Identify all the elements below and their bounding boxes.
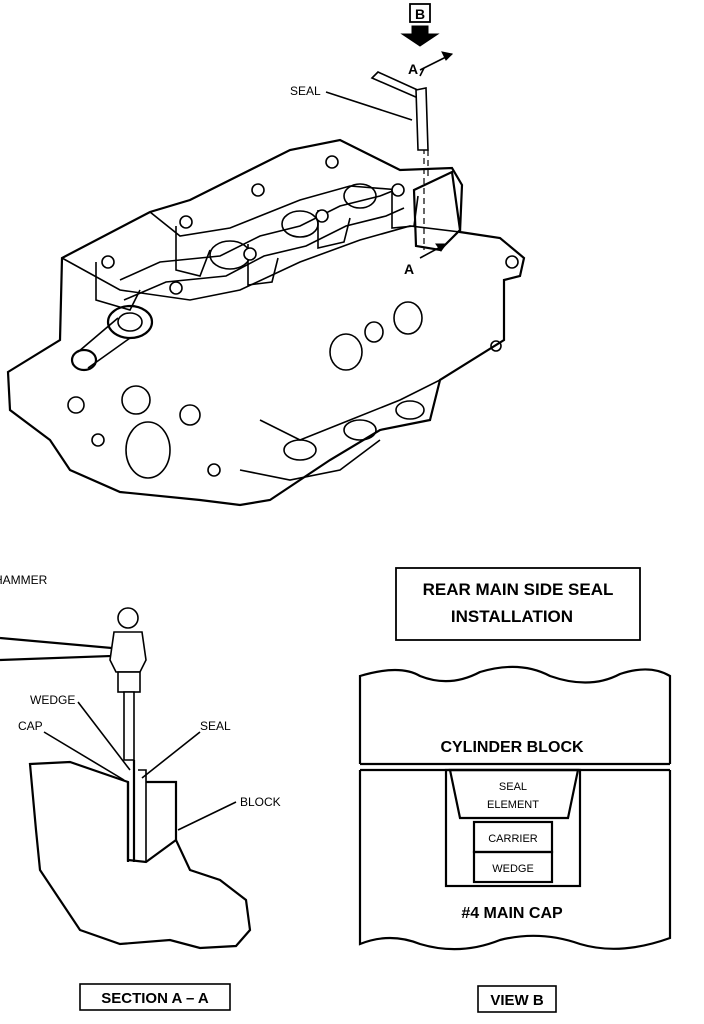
hammer-label: HAMMER <box>0 573 48 587</box>
cap-leader-line <box>43 731 125 781</box>
cap-label: CAP <box>18 719 43 733</box>
view-b-caption: VIEW B <box>490 992 544 1009</box>
wedge-label: WEDGE <box>30 693 75 707</box>
seal-leader-line <box>325 91 413 121</box>
wedge-leader-line <box>77 701 131 771</box>
section-marker-top: A <box>408 61 418 77</box>
view-b-illustration <box>358 665 672 1013</box>
seal-element-line-2: ELEMENT <box>487 799 539 811</box>
block-leader-line <box>177 801 237 831</box>
view-b-marker <box>400 3 440 47</box>
section-aa-caption: SECTION A – A <box>101 990 209 1007</box>
view-b-caption-box <box>477 985 557 1013</box>
carrier-label: CARRIER <box>488 833 538 845</box>
section-aa-illustration <box>0 607 252 1011</box>
seal-element-line-1: SEAL <box>499 781 527 793</box>
seal-label-engine: SEAL <box>290 84 321 98</box>
main-cap-label: #4 MAIN CAP <box>461 905 563 922</box>
seal-leader-line-section <box>141 731 201 779</box>
title-line-2: INSTALLATION <box>451 607 573 626</box>
wedge-label-view-b: WEDGE <box>492 863 534 875</box>
main-cap-bolts <box>101 155 405 295</box>
engine-block-illustration <box>6 3 526 507</box>
cylinder-block-label: CYLINDER BLOCK <box>440 739 584 756</box>
view-b-marker-letter: B <box>415 6 425 22</box>
section-marker-bottom: A <box>404 261 414 277</box>
section-aa-caption-box <box>79 983 231 1011</box>
rear-main-side-seal-part <box>370 71 429 151</box>
seal-label-section: SEAL <box>200 719 231 733</box>
title-line-1: REAR MAIN SIDE SEAL <box>423 580 614 599</box>
block-label: BLOCK <box>240 795 281 809</box>
title-box <box>395 567 641 641</box>
